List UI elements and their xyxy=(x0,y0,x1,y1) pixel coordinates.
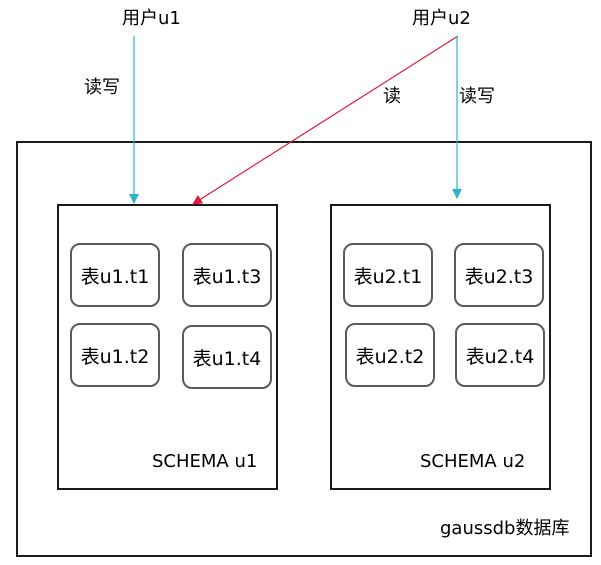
table-u2-t2: 表u2.t2 xyxy=(345,323,435,387)
user-u2-label: 用户u2 xyxy=(412,8,471,29)
table-u1-t1: 表u1.t1 xyxy=(70,243,160,307)
table-u2-t3: 表u2.t3 xyxy=(454,243,544,307)
edge-label-u2-readwrite: 读写 xyxy=(459,86,495,107)
arrow-u2-read xyxy=(192,35,459,205)
table-u1-t4: 表u1.t4 xyxy=(182,325,272,389)
table-u1-t2: 表u1.t2 xyxy=(70,323,160,387)
user-u1-label: 用户u1 xyxy=(122,8,181,29)
edge-label-u2-read: 读 xyxy=(383,86,401,107)
table-u2-t1: 表u2.t1 xyxy=(343,243,433,307)
table-u1-t3: 表u1.t3 xyxy=(182,243,272,307)
database-label: gaussdb数据库 xyxy=(440,518,570,539)
table-u2-t4: 表u2.t4 xyxy=(455,323,545,387)
edge-label-u1-readwrite: 读写 xyxy=(84,77,120,98)
schema-u2-label: SCHEMA u2 xyxy=(420,451,526,472)
schema-u1-label: SCHEMA u1 xyxy=(152,451,258,472)
